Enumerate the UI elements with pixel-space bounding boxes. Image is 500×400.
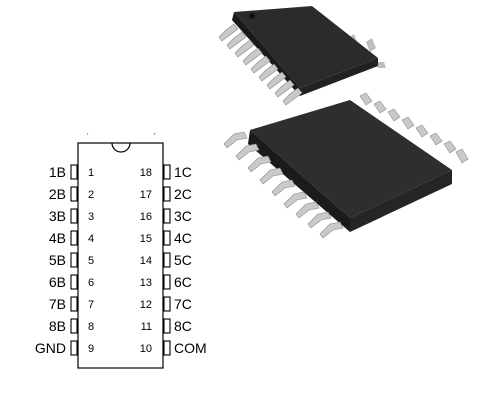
right-pin-name: 4C [174, 230, 192, 246]
right-pin-number: 14 [140, 255, 152, 267]
right-pin-number: 15 [140, 233, 152, 245]
right-pin-name: 6C [174, 274, 192, 290]
right-pin-number: 11 [141, 321, 152, 333]
right-pin-name: 5C [174, 252, 192, 268]
right-pin-name: 3C [174, 208, 192, 224]
left-pin-name: 3B [49, 208, 66, 224]
right-pin-name: 2C [174, 186, 192, 202]
right-pin-number: 16 [140, 211, 152, 223]
right-pin-name: COM [174, 340, 207, 356]
right-pin-name: 1C [174, 164, 192, 180]
left-pin-name: 6B [49, 274, 66, 290]
package-top-front-leads [218, 23, 303, 106]
left-pin-name: 4B [49, 230, 66, 246]
package-bottom-front-leads [223, 131, 344, 239]
left-pin-number: 5 [88, 255, 94, 267]
right-pin-name: 7C [174, 296, 192, 312]
right-pin-lead [163, 340, 171, 356]
left-pin-number: 8 [88, 321, 94, 333]
ic-body-outline [77, 142, 164, 369]
left-pin-lead [70, 318, 78, 334]
right-pin-number: 12 [140, 299, 152, 311]
package-photo-top [218, 6, 386, 106]
left-pin-name: 8B [49, 318, 66, 334]
left-pin-lead [70, 164, 78, 180]
left-pin-lead [70, 230, 78, 246]
left-pin-lead [70, 340, 78, 356]
right-pin-lead [163, 164, 171, 180]
package-top-pin1-dot [249, 13, 255, 19]
left-pin-number: 7 [88, 299, 94, 311]
left-pin-lead [70, 274, 78, 290]
right-pin-lead [163, 208, 171, 224]
right-pin-name: 8C [174, 318, 192, 334]
left-pin-number: 2 [88, 189, 94, 201]
left-pin-lead [70, 252, 78, 268]
left-pin-name: 2B [49, 186, 66, 202]
right-pin-number: 10 [140, 343, 152, 355]
notch-mark-left: ‘ [87, 133, 89, 140]
left-pin-lead [70, 296, 78, 312]
right-pin-lead [163, 252, 171, 268]
right-pin-number: 13 [140, 277, 152, 289]
package-photo-bottom [223, 92, 469, 239]
left-pin-number: 6 [88, 277, 94, 289]
right-pin-number: 17 [140, 189, 152, 201]
left-pin-name: GND [35, 340, 66, 356]
left-pin-name: 7B [49, 296, 66, 312]
left-pin-number: 3 [88, 211, 94, 223]
left-pin-lead [70, 208, 78, 224]
left-pin-number: 9 [88, 343, 94, 355]
package-bottom-body [250, 100, 452, 218]
right-pin-lead [163, 296, 171, 312]
left-pin-number: 1 [88, 167, 94, 179]
package-bottom-side [248, 130, 350, 232]
right-pin-lead [163, 318, 171, 334]
notch-mark-right: ’ [154, 133, 156, 140]
right-pin-lead [163, 230, 171, 246]
left-pin-number: 4 [88, 233, 94, 245]
left-pin-name: 1B [49, 164, 66, 180]
right-pin-number: 18 [140, 167, 152, 179]
right-pin-lead [163, 186, 171, 202]
package-top-body [234, 6, 378, 88]
left-pin-lead [70, 186, 78, 202]
package-bottom-back-leads [359, 92, 469, 164]
pin1-notch [111, 142, 131, 153]
left-pin-name: 5B [49, 252, 66, 268]
right-pin-lead [163, 274, 171, 290]
